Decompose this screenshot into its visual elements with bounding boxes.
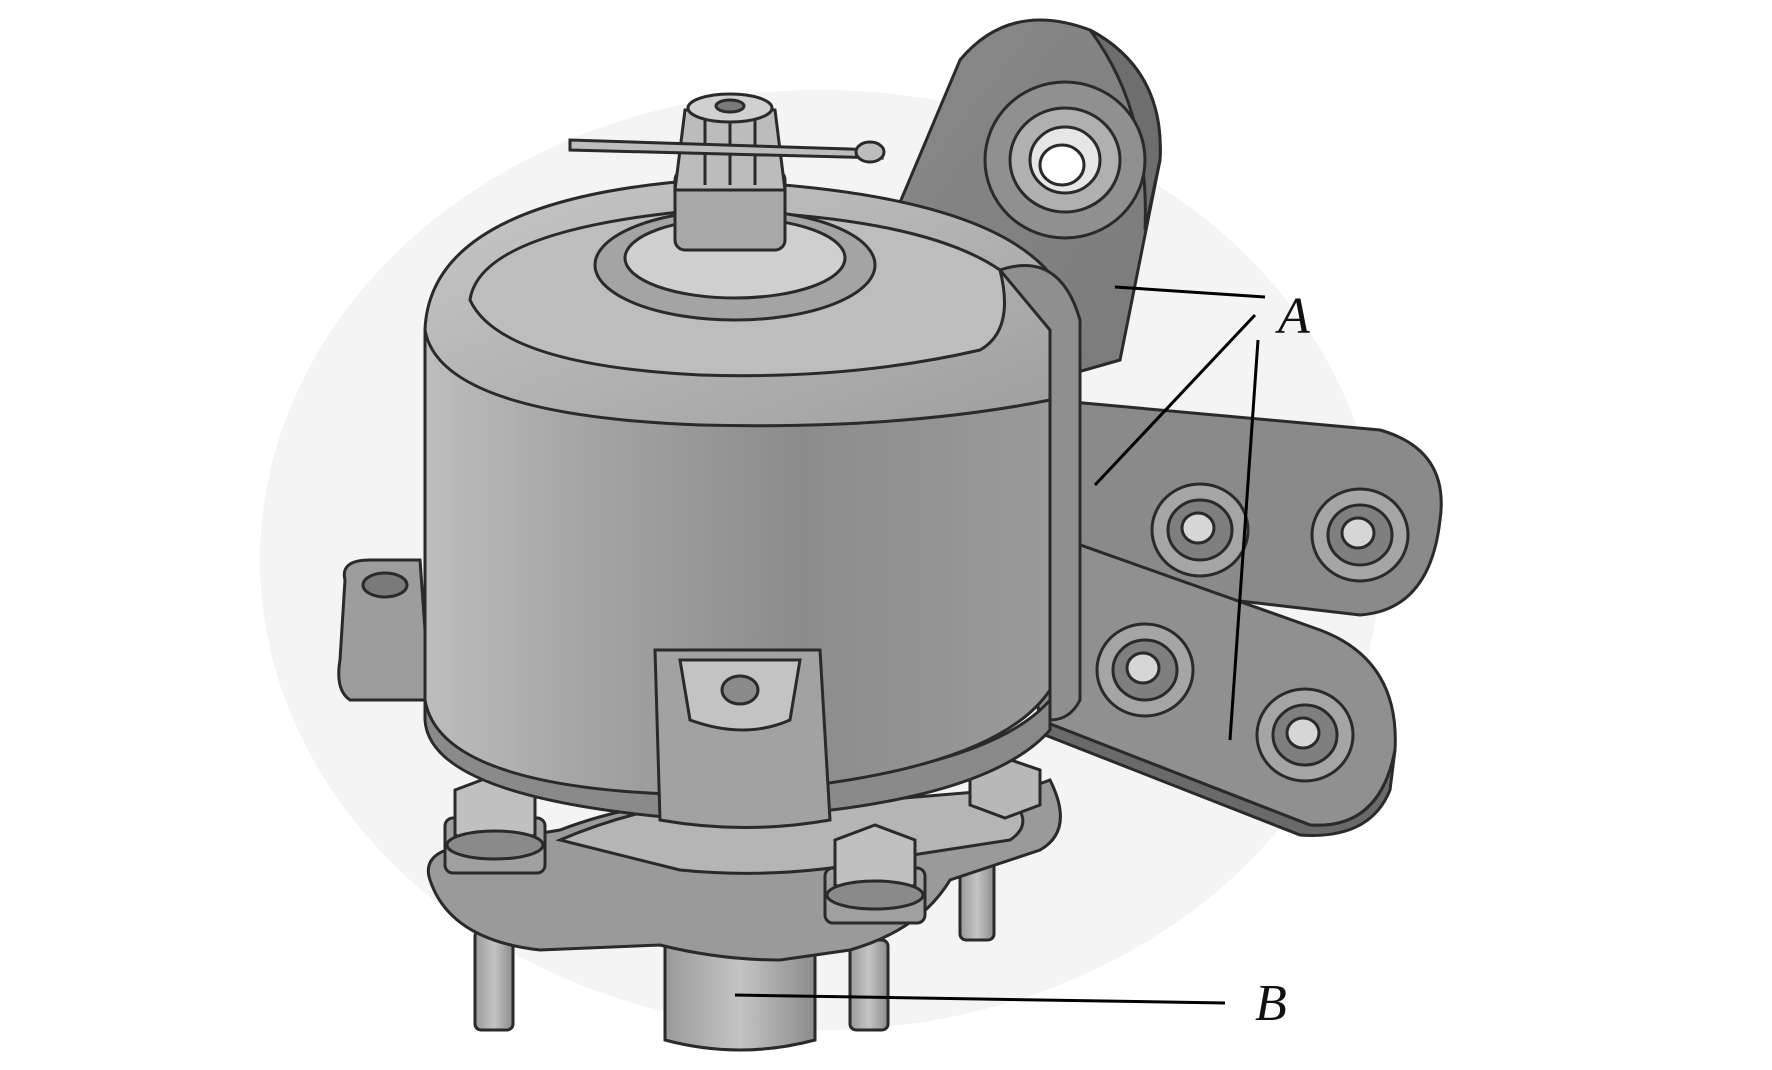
hub-flange	[427, 756, 1062, 1052]
callout-label-a: A	[1275, 288, 1310, 345]
wheel-stud	[848, 938, 890, 1032]
flange-bolt-head	[443, 773, 547, 875]
mounting-ear-hole	[361, 571, 409, 599]
knuckle-housing	[337, 178, 1082, 829]
upper-steering-arm	[878, 18, 1162, 382]
arm-bolt-hole	[1255, 687, 1355, 783]
leader-lines	[734, 285, 1266, 1005]
arm-bolt-hole	[1095, 622, 1195, 718]
flange-bolt-head	[823, 823, 927, 925]
leader-line-a-middle	[1093, 313, 1257, 487]
callout-label-b: B	[1255, 975, 1287, 1032]
leader-line-a-lower	[1228, 339, 1260, 741]
castle-nut	[673, 92, 787, 252]
leader-line-a-upper	[1114, 285, 1266, 299]
leader-line-b	[734, 993, 1226, 1005]
arm-bolt-hole	[1310, 487, 1410, 583]
cotter-pin	[568, 138, 886, 164]
arm-bolt-hole	[1150, 482, 1250, 578]
